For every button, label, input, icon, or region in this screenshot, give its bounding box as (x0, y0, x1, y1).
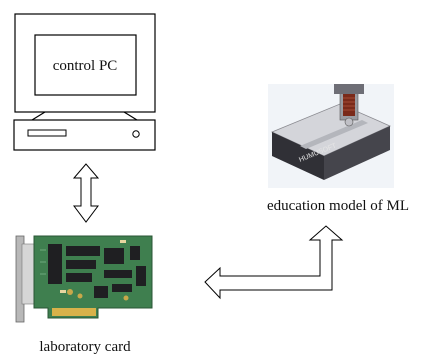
education-model-image: HUMUSOFT (268, 84, 394, 188)
card-model-double-arrow (204, 225, 344, 300)
control-pc-icon: control PC (13, 13, 156, 151)
laboratory-card-label: laboratory card (39, 339, 131, 355)
pc-card-double-arrow (72, 163, 100, 223)
monitor-screen (34, 34, 137, 96)
laboratory-card-image (15, 235, 153, 323)
pc-label: control PC (53, 58, 118, 74)
education-model-label: education model of ML (267, 198, 409, 214)
